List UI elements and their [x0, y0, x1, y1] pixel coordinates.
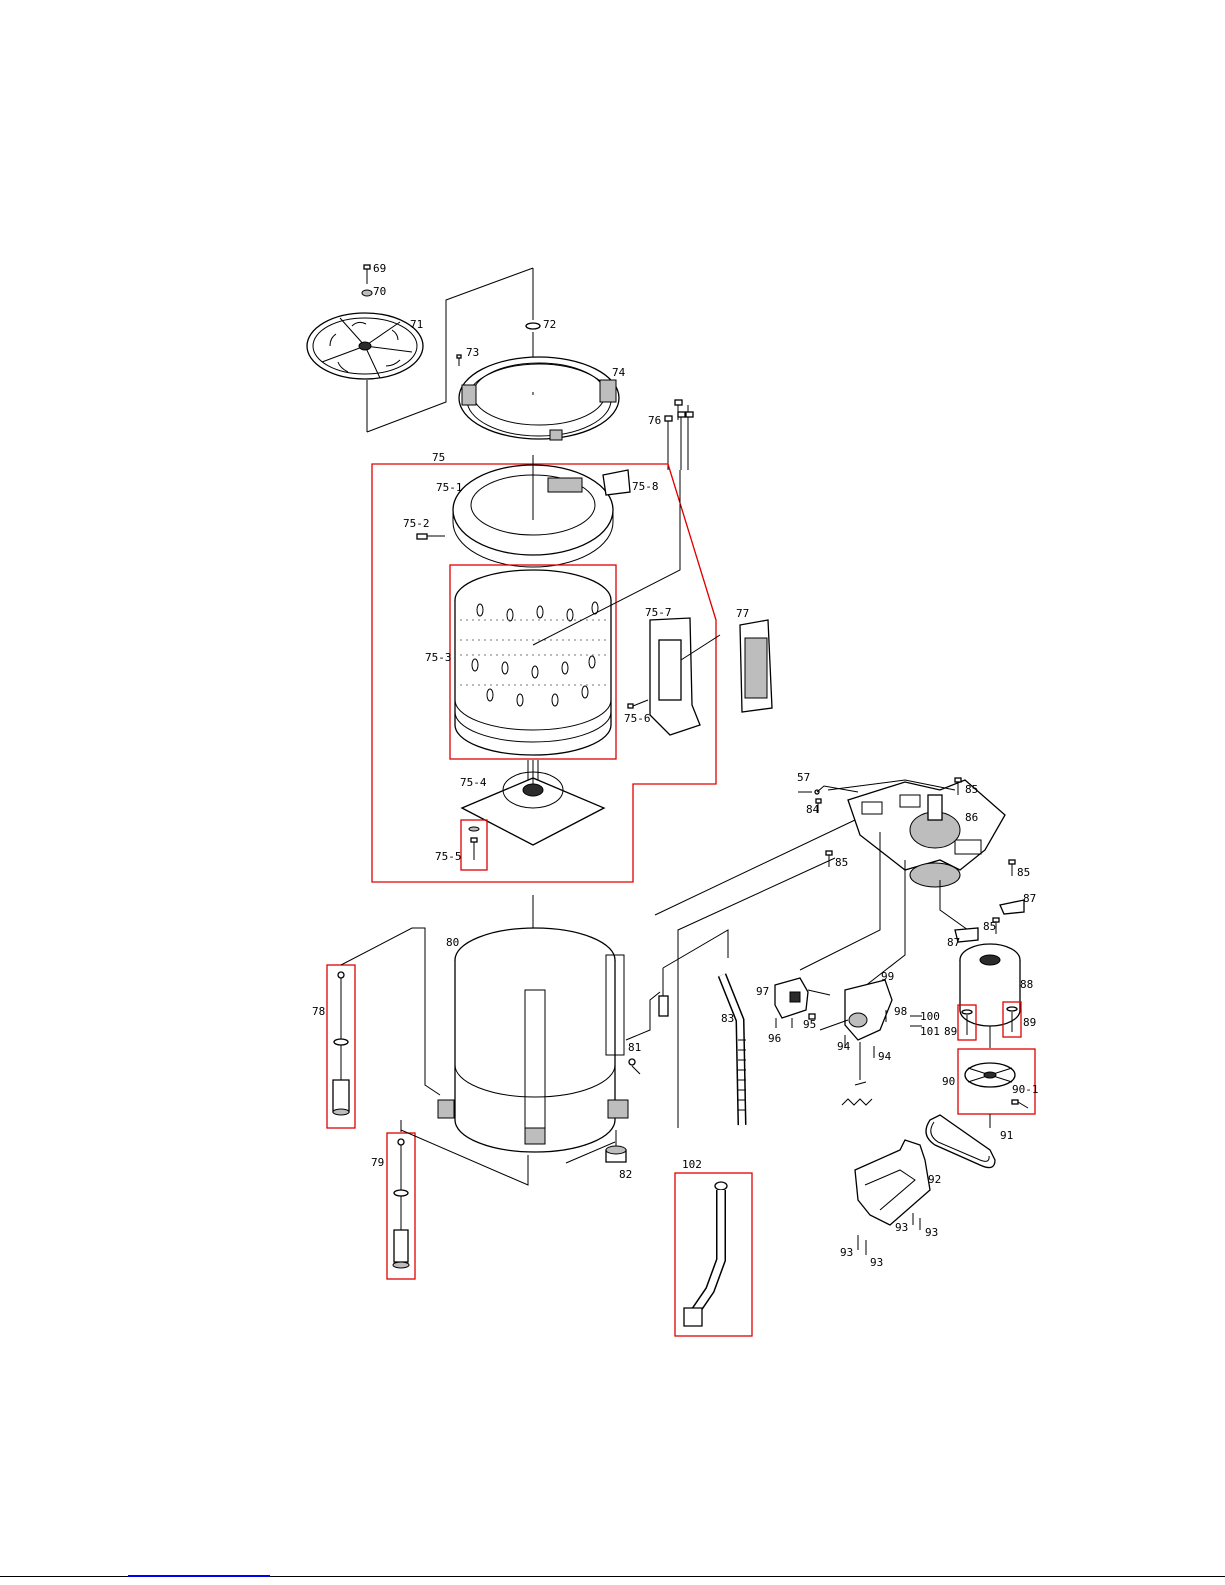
svg-text:95: 95	[803, 1018, 816, 1031]
part-75-2-screw[interactable]	[417, 534, 445, 539]
footer-link-underline[interactable]	[128, 1575, 270, 1577]
svg-text:75-5: 75-5	[435, 850, 462, 863]
part-69-screw[interactable]	[364, 265, 370, 284]
part-83-drain-hose[interactable]	[722, 975, 746, 1125]
balancer-group	[457, 268, 619, 440]
svg-text:78: 78	[312, 1005, 325, 1018]
part-73-screw[interactable]	[457, 355, 461, 366]
svg-text:93: 93	[870, 1256, 883, 1269]
svg-text:90: 90	[942, 1075, 955, 1088]
part-75-7-filter-cover[interactable]	[650, 618, 700, 735]
svg-text:85: 85	[1017, 866, 1030, 879]
svg-text:75-6: 75-6	[624, 712, 651, 725]
part-91-belt[interactable]	[926, 1115, 995, 1168]
part-74-tub-cover[interactable]	[459, 357, 619, 440]
svg-text:100: 100	[920, 1010, 940, 1023]
svg-text:77: 77	[736, 607, 749, 620]
svg-text:76: 76	[648, 414, 661, 427]
part-75-3-spin-basket[interactable]	[455, 570, 611, 755]
svg-text:84: 84	[806, 803, 820, 816]
svg-text:57: 57	[797, 771, 810, 784]
svg-text:89: 89	[1023, 1016, 1036, 1029]
part-79-suspension-rod[interactable]	[393, 1139, 409, 1268]
part-labels: 69 70 71 72 73 74 75 75-1 75-2 75-3 75-4…	[312, 262, 1039, 1269]
part-78-suspension-rod[interactable]	[333, 972, 349, 1115]
svg-text:82: 82	[619, 1168, 632, 1181]
part-96-screw[interactable]	[776, 1018, 792, 1028]
svg-text:97: 97	[756, 985, 769, 998]
svg-text:75-2: 75-2	[403, 517, 430, 530]
svg-text:94: 94	[878, 1050, 892, 1063]
svg-text:73: 73	[466, 346, 479, 359]
svg-text:81: 81	[628, 1041, 641, 1054]
svg-text:88: 88	[1020, 978, 1033, 991]
svg-text:87: 87	[947, 936, 960, 949]
svg-text:75-7: 75-7	[645, 606, 672, 619]
svg-text:93: 93	[895, 1221, 908, 1234]
part-80-outer-tub[interactable]	[438, 928, 628, 1152]
svg-text:86: 86	[965, 811, 978, 824]
part-57-wire[interactable]	[798, 790, 819, 794]
svg-text:85: 85	[983, 920, 996, 933]
part-81-air-hose[interactable]	[626, 992, 668, 1074]
svg-text:75-4: 75-4	[460, 776, 487, 789]
part-82-nut[interactable]	[606, 1146, 626, 1162]
part-72-nut[interactable]	[526, 323, 540, 329]
svg-text:71: 71	[410, 318, 423, 331]
svg-text:98: 98	[894, 1005, 907, 1018]
svg-text:94: 94	[837, 1040, 851, 1053]
part-92-base-bracket[interactable]	[855, 1140, 930, 1225]
svg-text:93: 93	[925, 1226, 938, 1239]
part-99-valve[interactable]	[845, 980, 892, 1040]
svg-text:85: 85	[965, 783, 978, 796]
part-97-drain-motor[interactable]	[775, 978, 808, 1018]
svg-text:99: 99	[881, 970, 894, 983]
svg-text:80: 80	[446, 936, 459, 949]
svg-text:69: 69	[373, 262, 386, 275]
svg-text:93: 93	[840, 1246, 853, 1259]
part-70-washer[interactable]	[362, 290, 372, 296]
svg-text:83: 83	[721, 1012, 734, 1025]
svg-text:92: 92	[928, 1173, 941, 1186]
svg-text:75-8: 75-8	[632, 480, 659, 493]
svg-text:75-1: 75-1	[436, 481, 463, 494]
part-77-lint-filter[interactable]	[740, 620, 772, 712]
svg-text:90-1: 90-1	[1012, 1083, 1039, 1096]
svg-text:96: 96	[768, 1032, 781, 1045]
part-102-inlet-hose[interactable]	[684, 1182, 727, 1326]
svg-text:74: 74	[612, 366, 626, 379]
svg-text:79: 79	[371, 1156, 384, 1169]
part-75-8-cover[interactable]	[603, 470, 630, 495]
part-75-6-screw[interactable]	[628, 700, 648, 708]
svg-text:75: 75	[432, 451, 445, 464]
svg-text:102: 102	[682, 1158, 702, 1171]
part-90-pulley[interactable]	[965, 1063, 1015, 1087]
svg-text:89: 89	[944, 1025, 957, 1038]
svg-text:91: 91	[1000, 1129, 1013, 1142]
svg-text:70: 70	[373, 285, 386, 298]
svg-text:87: 87	[1023, 892, 1036, 905]
svg-text:72: 72	[543, 318, 556, 331]
part-75-5-bolt[interactable]	[469, 827, 479, 860]
svg-text:85: 85	[835, 856, 848, 869]
svg-text:75-3: 75-3	[425, 651, 452, 664]
part-76-screws[interactable]	[665, 400, 693, 470]
part-71-pulsator[interactable]	[307, 313, 423, 379]
part-88-motor[interactable]	[960, 944, 1020, 1048]
part-90-1-screw[interactable]	[1012, 1100, 1028, 1108]
svg-text:101: 101	[920, 1025, 940, 1038]
